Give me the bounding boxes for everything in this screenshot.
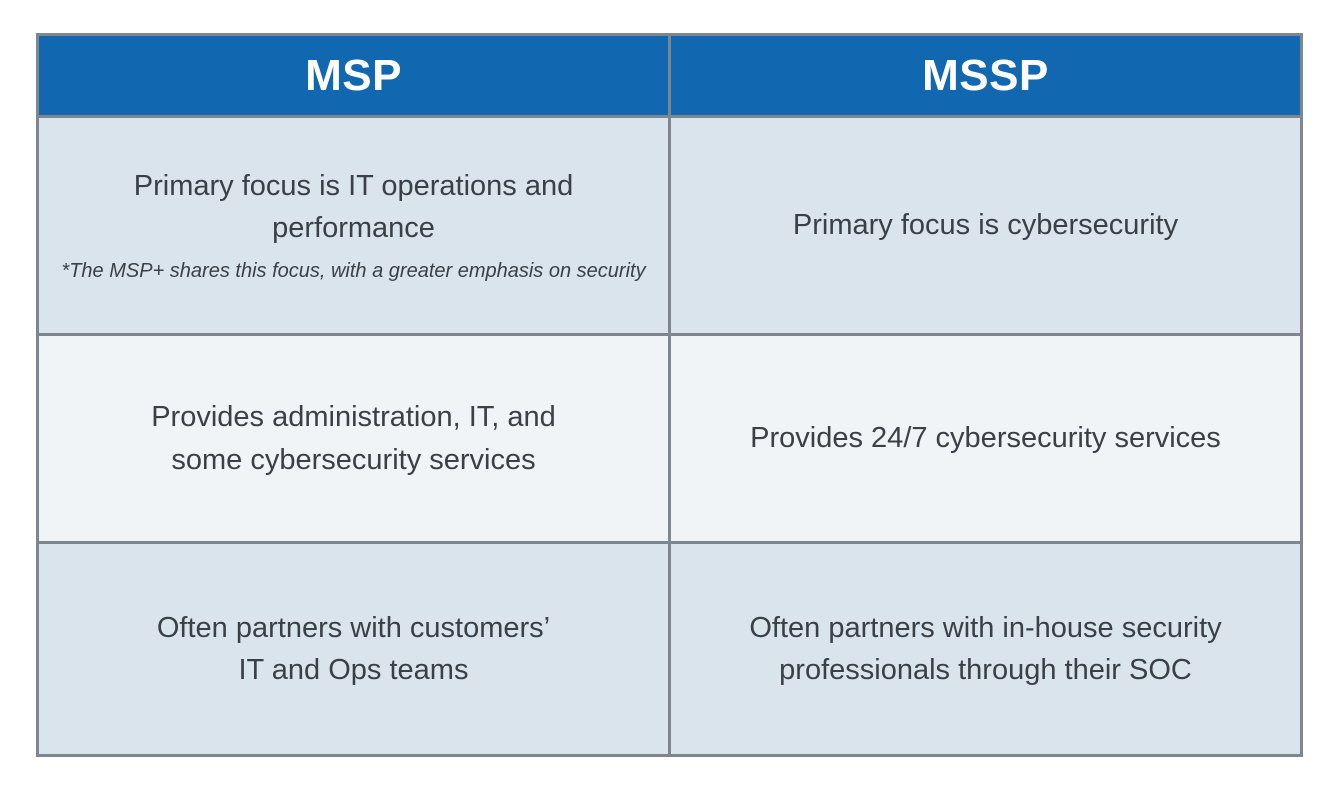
cell-msp-services: Provides administration, IT, and some cy… <box>39 336 668 541</box>
cell-mssp-services-text: Provides 24/7 cybersecurity services <box>750 422 1221 455</box>
column-header-msp-label: MSP <box>305 50 402 100</box>
cell-msp-partners-text: Often partners with customers’ IT and Op… <box>156 611 551 686</box>
cell-mssp-partners: Often partners with in-house security pr… <box>671 544 1300 754</box>
cell-mssp-partners-text: Often partners with in-house security pr… <box>749 611 1222 686</box>
cell-msp-partners: Often partners with customers’ IT and Op… <box>39 544 668 754</box>
msp-mssp-comparison-table: MSP MSSP Primary focus is IT operations … <box>36 33 1303 757</box>
cell-msp-primary-focus-text: Primary focus is IT operations and perfo… <box>133 169 574 244</box>
cell-mssp-services: Provides 24/7 cybersecurity services <box>671 336 1300 541</box>
cell-mssp-primary-focus-text: Primary focus is cybersecurity <box>792 209 1179 242</box>
column-header-msp: MSP <box>39 36 668 115</box>
cell-mssp-primary-focus: Primary focus is cybersecurity <box>671 118 1300 333</box>
column-header-mssp-label: MSSP <box>922 50 1049 100</box>
cell-msp-plus-footnote: *The MSP+ shares this focus, with a grea… <box>61 260 646 283</box>
cell-msp-primary-focus: Primary focus is IT operations and perfo… <box>39 118 668 333</box>
column-header-mssp: MSSP <box>671 36 1300 115</box>
cell-msp-services-text: Provides administration, IT, and some cy… <box>151 401 556 476</box>
